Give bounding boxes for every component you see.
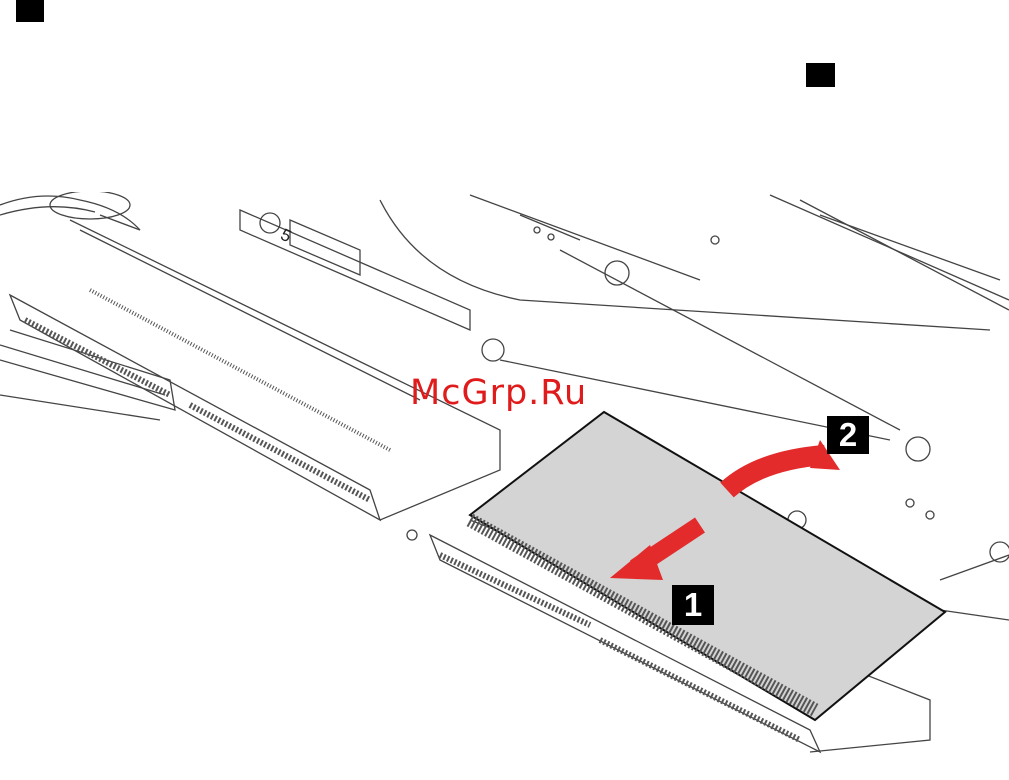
step-marker-square (16, 0, 44, 22)
watermark: McGrp.Ru (410, 373, 587, 413)
callout-step-1: 1 (672, 585, 714, 625)
memory-installation-illustration (0, 192, 1009, 780)
step-marker-square (806, 63, 835, 87)
callout-step-2: 2 (827, 416, 869, 454)
